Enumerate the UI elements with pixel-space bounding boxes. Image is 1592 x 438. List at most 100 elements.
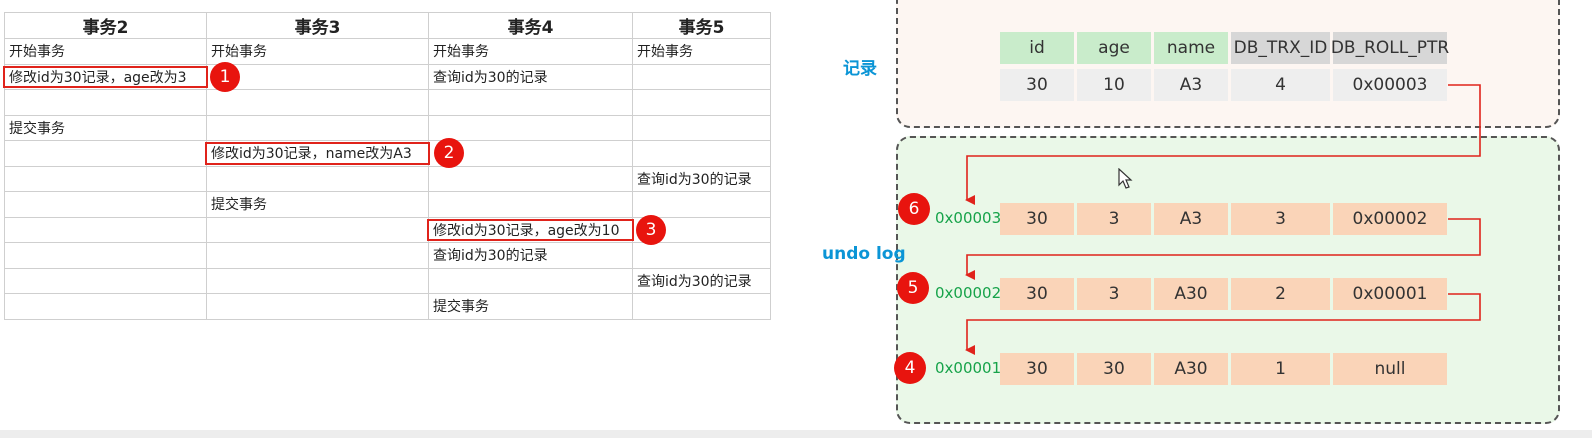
record-id: 30 bbox=[1000, 69, 1074, 101]
undo-cell: 3 bbox=[1077, 278, 1151, 310]
table-cell bbox=[206, 267, 429, 294]
table-cell bbox=[206, 242, 429, 269]
table-cell bbox=[632, 63, 771, 90]
table-cell bbox=[206, 89, 429, 116]
cell-text: 修改id为30记录，name改为A3 bbox=[211, 146, 412, 163]
column-header-name: name bbox=[1154, 32, 1228, 64]
table-cell bbox=[632, 140, 771, 167]
record-db-roll-ptr: 0x00003 bbox=[1333, 69, 1447, 101]
table-cell bbox=[4, 191, 207, 218]
table-cell bbox=[4, 242, 207, 269]
table-row: 提交事务 bbox=[4, 293, 771, 320]
table-cell bbox=[4, 140, 207, 167]
mouse-cursor-icon bbox=[1118, 168, 1133, 189]
cell-text: 修改id为30记录，age改为3 bbox=[9, 69, 187, 86]
highlighted-cell-step-3: 修改id为30记录，age改为10 3 bbox=[427, 214, 666, 245]
table-row: 修改id为30记录，age改为10 3 bbox=[4, 214, 771, 245]
table-cell: 提交事务 bbox=[206, 191, 429, 218]
table-row: 开始事务 开始事务 开始事务 开始事务 bbox=[4, 38, 771, 65]
column-header-db-roll-ptr: DB_ROLL_PTR bbox=[1331, 32, 1449, 64]
bottom-scrollbar[interactable] bbox=[0, 430, 1592, 438]
column-header-id: id bbox=[1000, 32, 1074, 64]
record-label: 记录 bbox=[843, 59, 877, 79]
step-badge-1: 1 bbox=[210, 61, 240, 92]
table-cell bbox=[428, 191, 633, 218]
step-badge-2: 2 bbox=[434, 138, 464, 169]
header-txn2: 事务2 bbox=[4, 12, 207, 39]
table-cell: 开始事务 bbox=[632, 38, 771, 65]
undo-cell: 3 bbox=[1077, 203, 1151, 235]
table-row: 查询id为30的记录 bbox=[4, 165, 771, 192]
undo-address: 0x00002 bbox=[935, 284, 1002, 302]
table-cell bbox=[428, 89, 633, 116]
undo-log-label: undo log bbox=[822, 244, 906, 264]
table-cell bbox=[4, 89, 207, 116]
transaction-table: 事务2 事务3 事务4 事务5 开始事务 开始事务 开始事务 开始事务 修改id… bbox=[3, 12, 771, 320]
table-cell bbox=[206, 114, 429, 141]
table-cell bbox=[4, 165, 207, 192]
table-cell bbox=[632, 191, 771, 218]
undo-address: 0x00001 bbox=[935, 359, 1002, 377]
table-cell bbox=[4, 293, 207, 320]
table-row bbox=[4, 89, 771, 116]
header-txn4: 事务4 bbox=[428, 12, 633, 39]
table-cell: 开始事务 bbox=[4, 38, 207, 65]
table-cell bbox=[428, 165, 633, 192]
table-row: 查询id为30的记录 bbox=[4, 267, 771, 294]
undo-cell: 1 bbox=[1231, 353, 1330, 385]
undo-cell: 30 bbox=[1077, 353, 1151, 385]
table-cell bbox=[4, 267, 207, 294]
step-badge-4: 4 bbox=[894, 352, 926, 384]
table-cell: 提交事务 bbox=[4, 114, 207, 141]
table-cell bbox=[428, 114, 633, 141]
table-cell bbox=[206, 165, 429, 192]
table-row: 查询id为30的记录 bbox=[4, 242, 771, 269]
undo-cell: 0x00001 bbox=[1333, 278, 1447, 310]
column-header-db-trx-id: DB_TRX_ID bbox=[1231, 32, 1330, 64]
header-txn5: 事务5 bbox=[632, 12, 771, 39]
undo-log-panel bbox=[896, 136, 1560, 424]
table-cell: 开始事务 bbox=[206, 38, 429, 65]
header-txn3: 事务3 bbox=[206, 12, 429, 39]
table-cell: 查询id为30的记录 bbox=[632, 267, 771, 294]
table-cell bbox=[632, 89, 771, 116]
undo-cell: 2 bbox=[1231, 278, 1330, 310]
undo-cell: 30 bbox=[1000, 203, 1074, 235]
table-row: 提交事务 bbox=[4, 114, 771, 141]
undo-cell: 30 bbox=[1000, 278, 1074, 310]
record-panel bbox=[896, 0, 1560, 128]
table-cell bbox=[206, 216, 429, 243]
record-age: 10 bbox=[1077, 69, 1151, 101]
table-cell bbox=[632, 293, 771, 320]
cell-text: 修改id为30记录，age改为10 bbox=[433, 222, 620, 239]
table-cell bbox=[428, 267, 633, 294]
undo-cell: 0x00002 bbox=[1333, 203, 1447, 235]
column-header-age: age bbox=[1077, 32, 1151, 64]
undo-cell: null bbox=[1333, 353, 1447, 385]
table-cell bbox=[206, 293, 429, 320]
table-cell: 查询id为30的记录 bbox=[428, 242, 633, 269]
table-row: 修改id为30记录，name改为A3 2 bbox=[4, 138, 771, 169]
step-badge-3: 3 bbox=[636, 214, 666, 245]
table-cell bbox=[632, 114, 771, 141]
highlighted-cell-step-2: 修改id为30记录，name改为A3 2 bbox=[205, 138, 464, 169]
table-row: 提交事务 bbox=[4, 191, 771, 218]
table-cell bbox=[4, 216, 207, 243]
table-cell: 查询id为30的记录 bbox=[428, 63, 633, 90]
undo-address: 0x00003 bbox=[935, 209, 1002, 227]
table-cell: 提交事务 bbox=[428, 293, 633, 320]
step-badge-5: 5 bbox=[897, 272, 929, 304]
undo-cell: A30 bbox=[1154, 353, 1228, 385]
table-header-row: 事务2 事务3 事务4 事务5 bbox=[4, 12, 771, 39]
undo-cell: A30 bbox=[1154, 278, 1228, 310]
undo-cell: A3 bbox=[1154, 203, 1228, 235]
record-db-trx-id: 4 bbox=[1231, 69, 1330, 101]
table-cell bbox=[632, 242, 771, 269]
step-badge-6: 6 bbox=[898, 193, 930, 225]
undo-cell: 3 bbox=[1231, 203, 1330, 235]
table-row: 修改id为30记录，age改为3 1 查询id为30的记录 bbox=[3, 61, 771, 92]
undo-cell: 30 bbox=[1000, 353, 1074, 385]
table-cell: 开始事务 bbox=[428, 38, 633, 65]
table-cell: 查询id为30的记录 bbox=[632, 165, 771, 192]
record-name: A3 bbox=[1154, 69, 1228, 101]
